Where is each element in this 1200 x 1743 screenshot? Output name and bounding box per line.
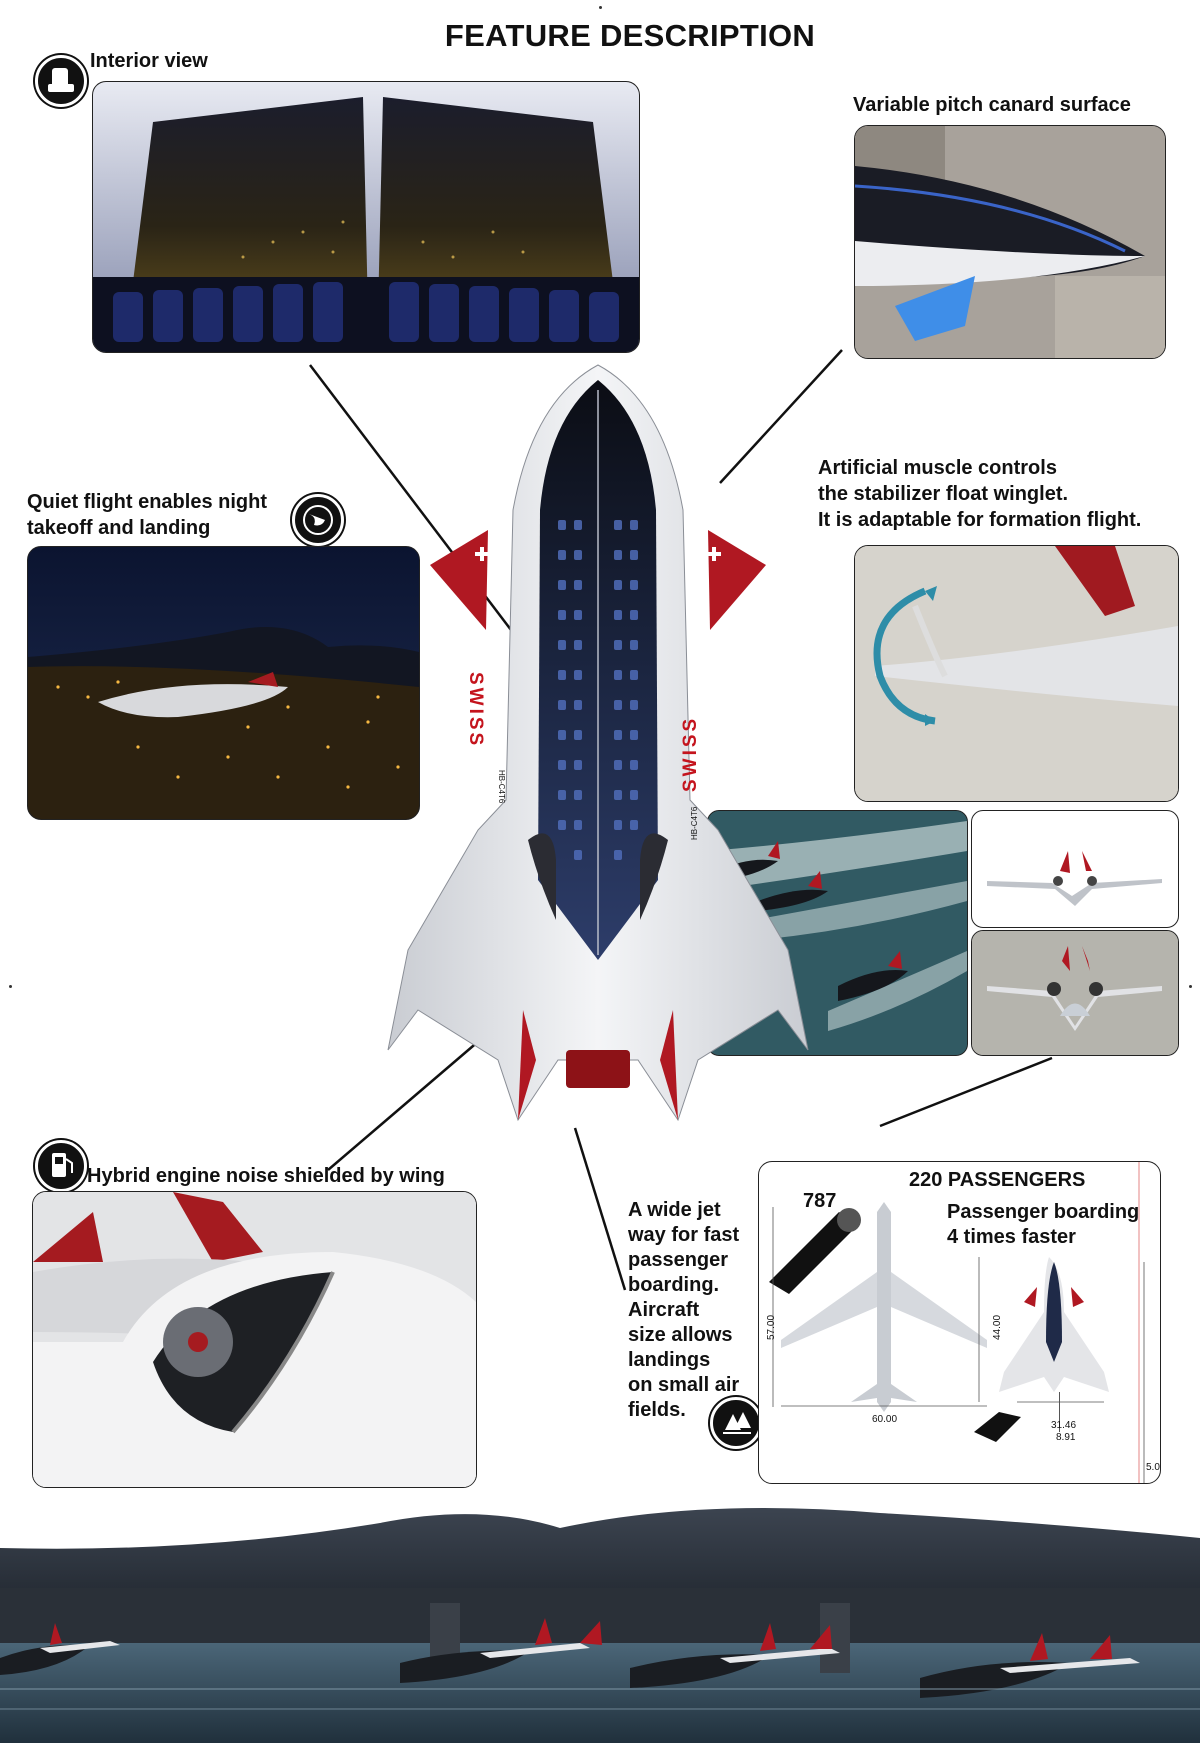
connector-jetway xyxy=(573,1127,627,1291)
jetway-line-4: boarding. xyxy=(628,1274,720,1296)
interior-view-image xyxy=(92,81,640,353)
jetway-line-3: passenger xyxy=(628,1249,729,1271)
dim-new-small: 8.91 xyxy=(1056,1432,1076,1443)
registration-dot-left xyxy=(9,985,12,988)
tree-icon xyxy=(710,1397,762,1449)
canard-right xyxy=(708,530,766,630)
winglet-image xyxy=(854,545,1179,802)
aircraft-top-view xyxy=(387,364,809,1122)
front-view-image xyxy=(971,810,1179,928)
jetway-line-8: on small air xyxy=(628,1374,740,1396)
fuel-icon xyxy=(35,1140,87,1192)
connector-engine xyxy=(327,1039,481,1171)
registration-left: HB-C4T6 xyxy=(497,770,506,804)
comparison-model: 787 xyxy=(803,1190,837,1212)
jetway-line-1: A wide jet xyxy=(628,1199,721,1221)
connector-canard xyxy=(719,349,843,484)
caption-night-2: takeoff and landing xyxy=(27,517,211,539)
globe-icon xyxy=(292,494,344,546)
connector-interior xyxy=(309,364,531,656)
caption-muscle-3: It is adaptable for formation flight. xyxy=(818,509,1142,531)
comparison-panel: 220 PASSENGERS 787 Passenger boarding 4 … xyxy=(758,1161,1161,1484)
dim-new-length: 44.00 xyxy=(992,1314,1004,1341)
jetway-line-9: fields. xyxy=(628,1399,686,1421)
caption-muscle-2: the stabilizer float winglet. xyxy=(818,483,1069,505)
caption-night-1: Quiet flight enables night xyxy=(27,491,267,513)
registration-dot-right xyxy=(1189,985,1192,988)
night-flight-image xyxy=(27,546,420,820)
comparison-boarding-1: Passenger boarding xyxy=(947,1201,1140,1223)
engine-image xyxy=(32,1191,477,1488)
dim-new-span: 31.46 xyxy=(1051,1420,1077,1431)
canard-left xyxy=(430,530,488,630)
dim-787-span: 60.00 xyxy=(872,1414,898,1425)
jetway-line-7: landings xyxy=(628,1349,711,1371)
jetway-line-2: way for fast xyxy=(628,1224,740,1246)
comparison-boarding-2: 4 times faster xyxy=(947,1226,1076,1248)
connector-formation xyxy=(879,1056,1053,1128)
registration-dot-top xyxy=(599,6,602,9)
caption-canard: Variable pitch canard surface xyxy=(853,94,1131,116)
livery-left: SWISS xyxy=(465,672,486,749)
terminal-scene xyxy=(0,1493,1200,1743)
jetway-line-6: size allows xyxy=(628,1324,733,1346)
front-view-render xyxy=(971,930,1179,1056)
canard-image xyxy=(854,125,1166,359)
jetway-text: A wide jet way for fast passenger boardi… xyxy=(628,1198,739,1423)
seat-icon xyxy=(35,55,87,107)
caption-engine: Hybrid engine noise shielded by wing xyxy=(87,1165,445,1187)
comparison-heading: 220 PASSENGERS xyxy=(909,1169,1086,1191)
dim-787-length: 57.00 xyxy=(766,1314,778,1341)
jetway-line-5: Aircraft xyxy=(628,1299,700,1321)
caption-muscle-1: Artificial muscle controls xyxy=(818,457,1057,479)
dim-edge: 5.0 xyxy=(1146,1462,1160,1473)
page-title: FEATURE DESCRIPTION xyxy=(444,18,816,53)
caption-interior: Interior view xyxy=(90,50,208,72)
registration-right: HB-C4T6 xyxy=(690,806,699,840)
livery-right: SWISS xyxy=(680,715,701,792)
